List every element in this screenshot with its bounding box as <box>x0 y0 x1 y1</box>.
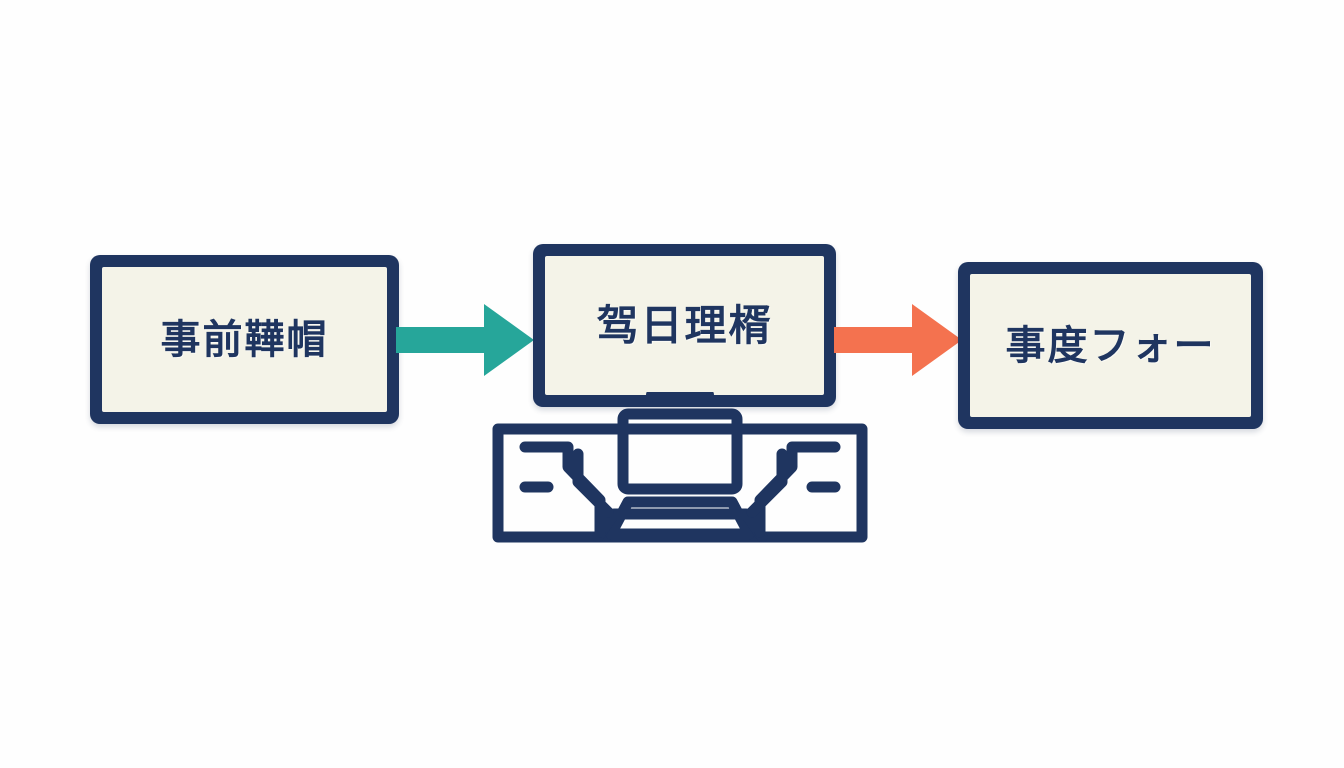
process-node-prep-label: 事前鞾帽 <box>160 317 329 362</box>
process-node-prep-surface: 事前鞾帽 <box>102 267 387 412</box>
process-node-center-label: 驾日理楈 <box>596 301 773 349</box>
process-node-prep[interactable]: 事前鞾帽 <box>90 255 399 424</box>
connector-arrow-prep-to-center <box>396 304 534 376</box>
process-node-follow[interactable]: 事度フォー <box>958 262 1263 429</box>
computer-monitor-circuit-icon <box>492 392 868 543</box>
process-node-center-surface: 驾日理楈 <box>545 256 824 395</box>
process-node-follow-label: 事度フォー <box>1005 323 1216 368</box>
process-node-center[interactable]: 驾日理楈 <box>533 244 836 407</box>
process-node-follow-surface: 事度フォー <box>970 274 1251 417</box>
connector-arrow-center-to-follow <box>834 304 962 376</box>
